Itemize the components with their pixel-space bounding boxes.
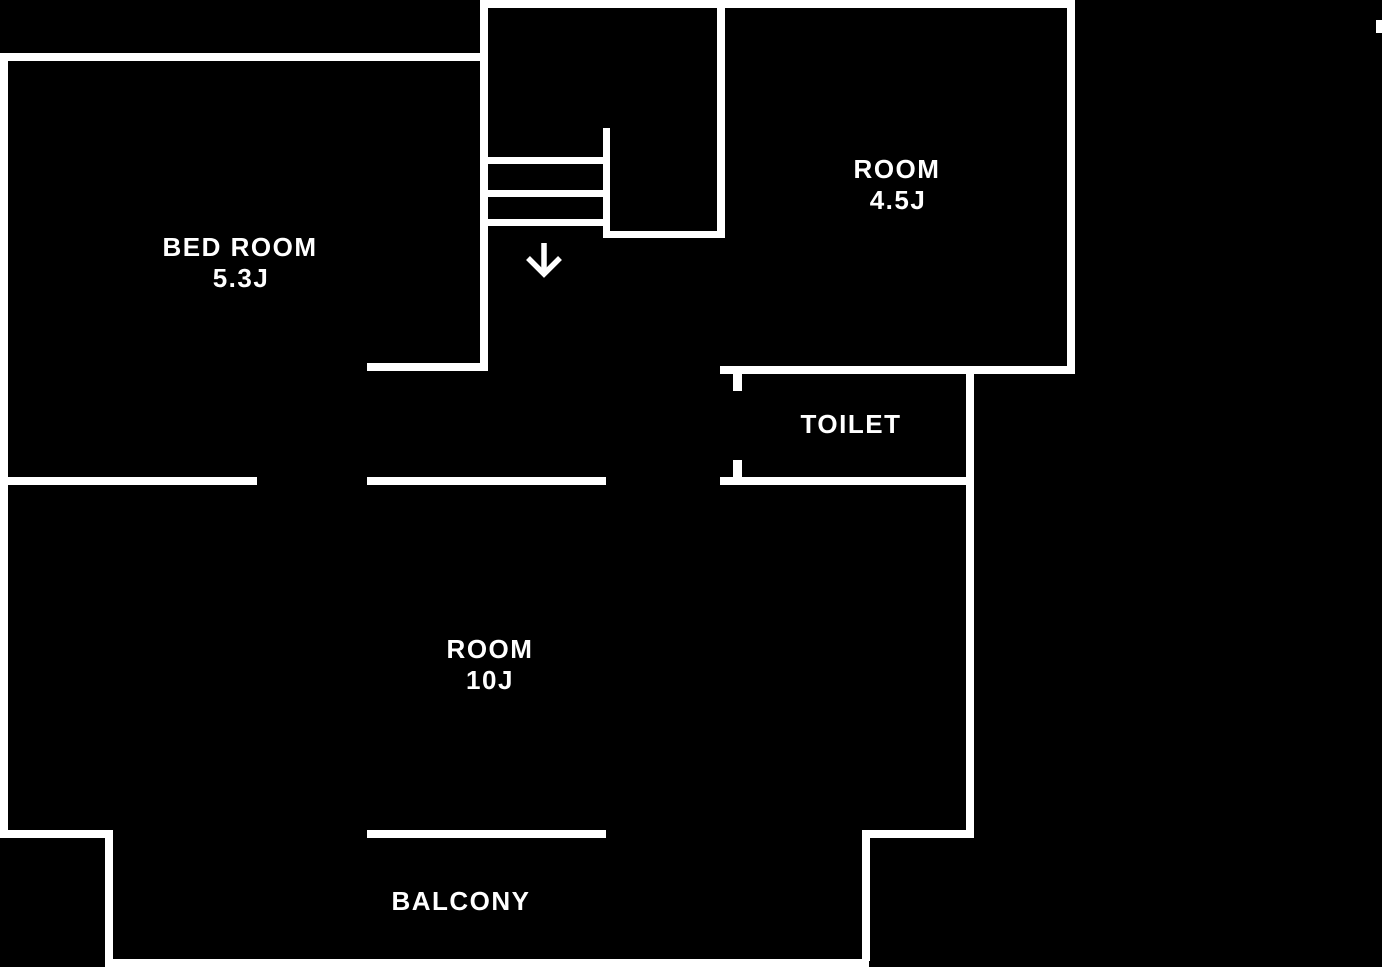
wall-stair-right	[717, 0, 725, 238]
room10-name-label: ROOM	[446, 634, 534, 664]
stair-tread-3	[488, 219, 606, 226]
wall-stair-left	[480, 0, 488, 371]
wall-left	[0, 53, 8, 838]
room10-area-label: 10J	[466, 665, 514, 695]
stair-tread-1	[488, 157, 606, 164]
wall-divider-mid	[367, 477, 606, 485]
wall-bedroom-bottom-right	[367, 363, 488, 371]
room45-name-label: ROOM	[853, 154, 941, 184]
wall-balcony-left	[105, 830, 113, 967]
edge-mark	[1376, 20, 1382, 33]
wall-toilet-top	[720, 366, 1075, 374]
stairs-down-arrow-icon	[526, 243, 562, 278]
wall-room10-bottom-right	[862, 830, 974, 838]
room45-area-label: 4.5J	[869, 185, 927, 215]
balcony-label: BALCONY	[391, 886, 531, 916]
toilet-door-jamb-top	[733, 374, 742, 391]
wall-right	[966, 366, 974, 838]
bedroom-name-label: BED ROOM	[162, 232, 318, 262]
toilet-door-jamb-bottom	[733, 460, 742, 478]
wall-balcony-jog	[0, 830, 113, 838]
wall-top	[480, 0, 1075, 8]
wall-bedroom-top	[3, 53, 487, 61]
wall-stair-bottom	[603, 231, 724, 238]
wall-room10-bottom-left	[367, 830, 606, 838]
wall-balcony-right	[862, 830, 870, 961]
bedroom-area-label: 5.3J	[212, 263, 270, 293]
wall-balcony-bottom	[105, 959, 869, 967]
stair-tread-2	[488, 190, 606, 197]
wall-toilet-bottom	[720, 477, 974, 485]
wall-stair-inner	[603, 128, 610, 238]
wall-room45-right	[1067, 0, 1075, 374]
toilet-label: TOILET	[800, 409, 902, 439]
wall-divider-left	[0, 477, 257, 485]
